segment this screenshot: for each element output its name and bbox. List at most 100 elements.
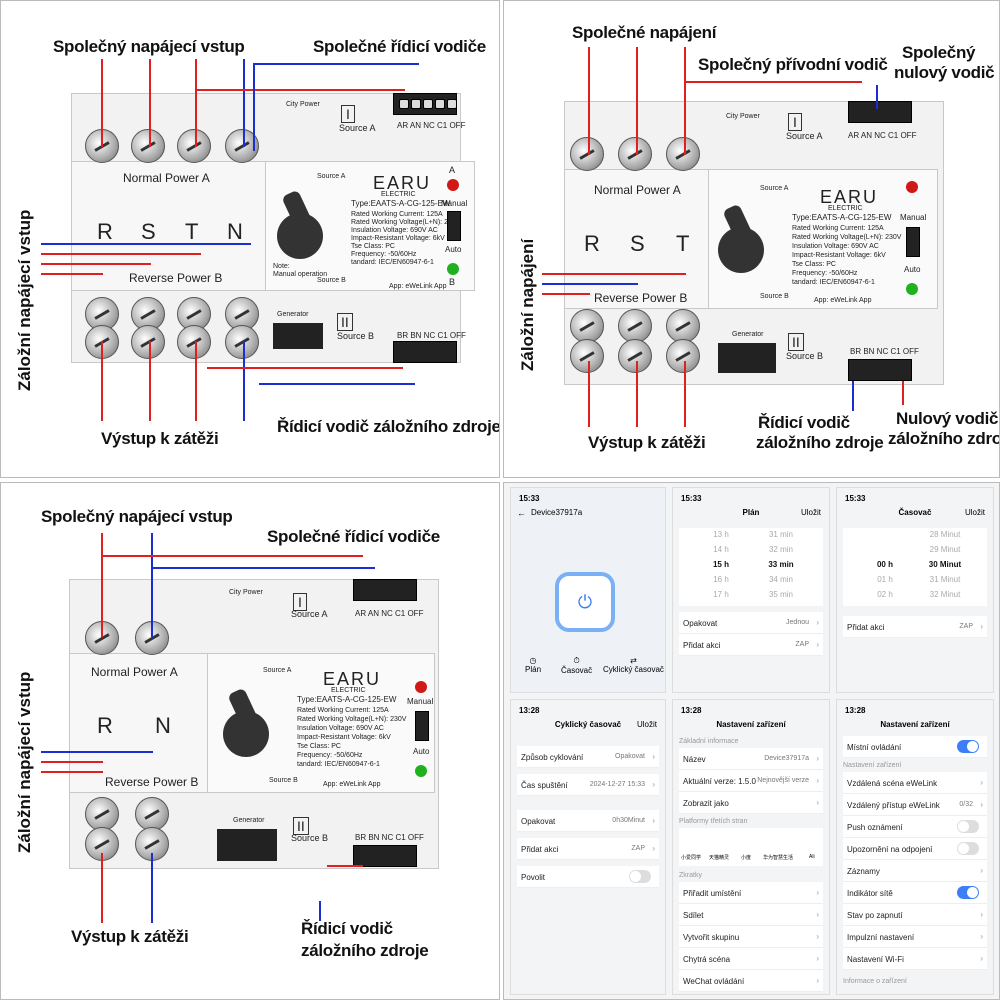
wire-1p-ctrl xyxy=(101,555,363,557)
screw-3p-mid-2 xyxy=(618,309,652,343)
timer-icon[interactable]: ⏱Časovač xyxy=(561,656,593,675)
power-button[interactable]: ⏻ xyxy=(555,572,615,632)
push-toggle[interactable] xyxy=(957,820,979,833)
platform-tmall[interactable]: 天猫精灵 xyxy=(709,855,730,861)
row-network-indicator[interactable]: Indikátor sítě xyxy=(843,882,987,904)
label-load-output-3: Výstup k zátěži xyxy=(71,927,189,946)
manual-auto-switch-3p[interactable] xyxy=(906,227,920,257)
picker-min: 34 min xyxy=(768,575,793,584)
selector-knob-1p[interactable] xyxy=(223,711,269,757)
enable-toggle[interactable] xyxy=(629,870,651,883)
manual-auto-switch-1p[interactable] xyxy=(415,711,429,741)
row-display-as[interactable]: Zobrazit jako› xyxy=(679,792,823,814)
phase-r-1p: R xyxy=(97,713,113,738)
led-b-label: B xyxy=(449,277,456,287)
spec-1p-2: Rated Working Voltage(L+N): 230V xyxy=(297,716,407,723)
picker-min: 35 min xyxy=(768,590,793,599)
selector-knob[interactable] xyxy=(277,213,323,259)
manual-auto-switch[interactable] xyxy=(447,211,461,241)
led-b-3p xyxy=(906,283,918,295)
timer-picker[interactable]: 00 h 01 h 02 h 28 Minut 29 Minut 30 Minu… xyxy=(843,528,987,606)
time-picker[interactable]: 13 h 14 h 15 h 16 h 17 h 31 min 32 min 3… xyxy=(679,528,823,606)
spec-3p-1: Rated Working Current: 125A xyxy=(792,225,884,232)
label-source-a-panel-3p: Source A xyxy=(760,185,789,192)
screw-1p-mid-2 xyxy=(135,797,169,831)
picker-hour: 17 h xyxy=(713,590,729,599)
wire-ctrl-red xyxy=(197,89,405,91)
platform-huawei[interactable]: 华为智慧生活 xyxy=(763,855,794,861)
section-device-info: Informace o zařízení xyxy=(843,978,907,985)
row-pulse-settings[interactable]: Impulzní nastavení› xyxy=(843,926,987,948)
row-power-on-state[interactable]: Stav po zapnutí› xyxy=(843,904,987,926)
screw-mid-2 xyxy=(131,297,165,331)
panel-wiring-4p: Společný napájecí vstup Společné řídicí … xyxy=(0,0,500,478)
cycle-timer-icon[interactable]: ⇄Cyklický časovač xyxy=(603,656,664,674)
cycle-title: Cyklický časovač xyxy=(554,720,622,729)
label-backup-ctrl-3b: záložního zdroje xyxy=(301,941,429,960)
row-push[interactable]: Push oznámení xyxy=(843,816,987,838)
platform-xiaodu[interactable]: 小度 xyxy=(741,855,752,861)
row-disconnect-alert[interactable]: Upozornění na odpojení xyxy=(843,838,987,860)
terminal-block-top-3p xyxy=(848,101,912,123)
spec-1p-1: Rated Working Current: 125A xyxy=(297,707,389,714)
plan-icon[interactable]: ◷Plán xyxy=(525,656,542,674)
row-assign-location[interactable]: Přiřadit umístění› xyxy=(679,882,823,904)
back-icon[interactable]: ← xyxy=(517,508,526,518)
network-indicator-toggle[interactable] xyxy=(957,886,979,899)
screw-1p-mid-1 xyxy=(85,797,119,831)
spec-1p-6: Frequency: -50/60Hz xyxy=(297,752,363,759)
phone-device-settings-2: 13:28 Nastavení zařízení Místní ovládání… xyxy=(836,699,994,995)
picker-min: 32 min xyxy=(768,545,793,554)
roman-b-3p: II xyxy=(788,333,804,351)
wire-3p-backup xyxy=(542,273,686,275)
picker-hour: 14 h xyxy=(713,545,729,554)
cycle-save[interactable]: Uložit xyxy=(636,720,657,729)
row-enable[interactable]: Povolit xyxy=(517,866,659,888)
label-generator: Generator xyxy=(277,311,309,318)
status-time: 13:28 xyxy=(845,706,866,715)
label-normal-power: Normal Power A xyxy=(123,171,210,185)
row-wifi-settings[interactable]: Nastavení Wi-Fi› xyxy=(843,948,987,970)
row-create-group[interactable]: Vytvořit skupinu› xyxy=(679,926,823,948)
label-reverse-power-3p: Reverse Power B xyxy=(594,291,688,305)
screw-bot-4 xyxy=(225,325,259,359)
platform-list: 小爱同学 天猫精灵 小度 华为智慧生活 Ali xyxy=(679,828,823,866)
timer-save[interactable]: Uložit xyxy=(964,508,985,517)
brand-logo-1p: EARU xyxy=(323,669,382,689)
row-smart-scene[interactable]: Chytrá scéna› xyxy=(679,948,823,970)
disconnect-toggle[interactable] xyxy=(957,842,979,855)
label-source-a-panel-1p: Source A xyxy=(263,667,292,674)
platform-xiaoai[interactable]: 小爱同学 xyxy=(681,855,702,861)
platform-ali[interactable]: Ali xyxy=(809,854,815,860)
label-backup-control-wire: Řídicí vodič záložního zdroje xyxy=(277,417,500,436)
terminal-an xyxy=(411,99,421,109)
brand-sub-1p: ELECTRIC xyxy=(331,687,366,694)
phase-r-3p: R xyxy=(584,231,600,256)
row-wechat[interactable]: WeChat ovládání› xyxy=(679,970,823,992)
picker-hour-selected: 15 h xyxy=(712,560,729,569)
selector-knob-3p[interactable] xyxy=(718,227,764,273)
row-remote-scene[interactable]: Vzdálená scéna eWeLink› xyxy=(843,772,987,794)
phase-t: T xyxy=(185,219,199,244)
roman-a-1p: I xyxy=(293,593,307,611)
row-local-control[interactable]: Místní ovládání xyxy=(843,736,987,758)
row-share[interactable]: Sdílet› xyxy=(679,904,823,926)
row-records[interactable]: Záznamy› xyxy=(843,860,987,882)
plan-title: Plán xyxy=(742,508,760,517)
label-generator-3p: Generator xyxy=(732,331,764,338)
led-b-1p xyxy=(415,765,427,777)
panel-wiring-3p: Společné napájení Společný přívodní vodi… xyxy=(503,0,1000,478)
wire-3p-load xyxy=(684,361,686,427)
plan-save[interactable]: Uložit xyxy=(800,508,821,517)
local-control-toggle[interactable] xyxy=(957,740,979,753)
